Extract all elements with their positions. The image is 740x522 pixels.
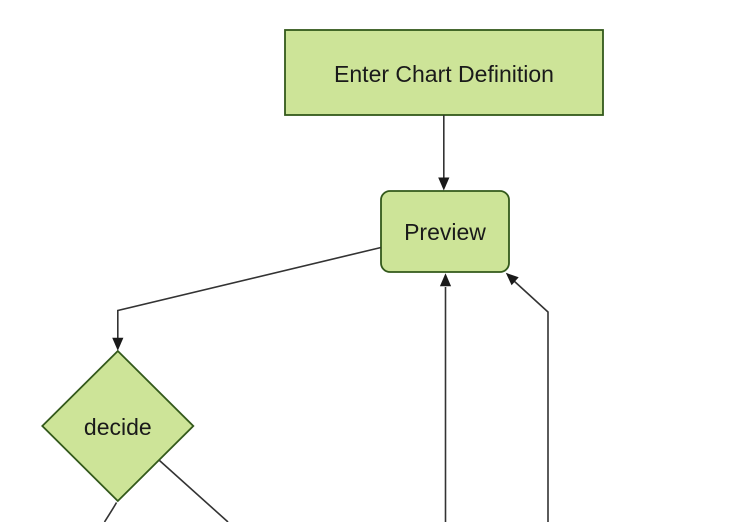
node-label-decide: decide: [84, 414, 152, 440]
node-preview: Preview: [380, 190, 510, 273]
node-decide-shape: [41, 349, 195, 503]
arrowhead-enter-to-preview: [438, 177, 450, 191]
node-enter-chart-definition: Enter Chart Definition: [284, 29, 604, 116]
edge-decide-to-bottom-left: [103, 502, 118, 522]
edge-bottom-right-to-preview: [512, 279, 549, 522]
edge-decide-to-bottom-right: [158, 459, 229, 522]
node-label-preview: Preview: [404, 219, 486, 245]
node-preview-shape: [380, 190, 510, 273]
node-enter-chart-definition-shape: [284, 29, 604, 116]
edge-layer: [103, 115, 549, 522]
arrowhead-bottom-middle-to-preview: [439, 273, 452, 287]
edge-preview-to-decide: [117, 246, 382, 344]
node-label-enter-chart-definition: Enter Chart Definition: [334, 61, 554, 87]
arrowhead-bottom-right-to-preview: [505, 272, 519, 286]
node-decide: decide: [41, 349, 195, 503]
arrowhead-preview-to-decide: [112, 337, 124, 351]
